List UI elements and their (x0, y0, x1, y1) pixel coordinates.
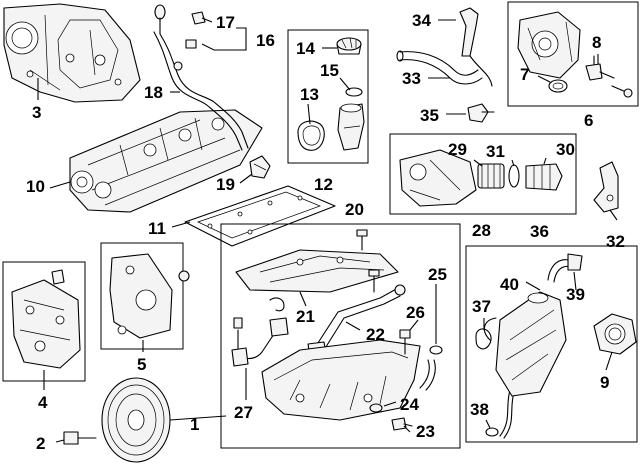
engine-mount-bracket-part (11, 279, 81, 369)
callout-16: 16 (256, 31, 275, 50)
callout-6: 6 (584, 111, 593, 130)
callout-20: 20 (345, 200, 364, 219)
callout-2: 2 (36, 434, 45, 453)
callout-38: 38 (470, 400, 489, 419)
tube-part-25 (419, 345, 443, 391)
callout-19: 19 (216, 175, 235, 194)
sensor-part-35 (467, 103, 495, 123)
gasket-part-24 (369, 403, 383, 413)
callout-33: 33 (402, 69, 421, 88)
oil-separator-part (495, 291, 567, 397)
bolt-part-20 (356, 229, 380, 293)
sensor-part-8 (585, 55, 615, 81)
callout-9: 9 (600, 373, 609, 392)
callout-8: 8 (592, 33, 601, 52)
callout-11: 11 (148, 219, 166, 238)
seal-part-9 (593, 313, 637, 355)
ring-part-38 (485, 427, 499, 437)
crank-bolt-part (63, 431, 97, 445)
crankshaft-pulley-part (101, 377, 171, 463)
bolt-part-6a (611, 85, 633, 98)
oil-filter-housing-part (399, 149, 477, 207)
callout-37: 37 (472, 297, 491, 316)
callout-22: 22 (366, 325, 385, 344)
baffle-plate-part (235, 249, 399, 293)
callout-39: 39 (566, 285, 585, 304)
box-part-36 (465, 245, 638, 443)
dipstick-tube-part (153, 4, 249, 151)
box-part-12 (287, 29, 369, 164)
callout-13: 13 (300, 85, 319, 104)
drain-plug-part (391, 417, 413, 431)
gasket-part-13 (297, 120, 325, 151)
callout-35: 35 (420, 106, 439, 125)
sensor-part-27 (231, 317, 289, 367)
bolt-part-5 (178, 270, 190, 282)
callout-3: 3 (32, 103, 41, 122)
bolt-part-4 (51, 269, 65, 285)
callout-4: 4 (38, 393, 48, 412)
callout-40: 40 (500, 275, 519, 294)
leader-lines (37, 17, 618, 443)
box-part-6 (507, 1, 639, 107)
hose-part-39 (547, 253, 583, 283)
callout-14: 14 (296, 39, 315, 58)
box-part-5 (100, 242, 184, 350)
gasket-part-37 (475, 328, 492, 350)
callout-32: 32 (606, 232, 625, 251)
water-pump-part (517, 11, 581, 79)
callout-30: 30 (556, 140, 575, 159)
oil-filler-cap-part (336, 37, 362, 55)
callout-23: 23 (416, 422, 435, 441)
clip-part-21 (269, 297, 285, 312)
oil-filter-element-part (477, 163, 505, 189)
filter-o-ring-part (508, 164, 520, 188)
callout-10: 10 (26, 177, 45, 196)
oil-pan-part (261, 339, 421, 421)
bolt-part-26 (399, 329, 411, 355)
callout-26: 26 (406, 303, 425, 322)
sensor-part-19 (249, 155, 271, 179)
callout-labels: 1 2 3 4 5 6 7 8 9 10 11 12 13 14 15 16 1… (26, 11, 625, 453)
hose-part-34 (459, 7, 493, 87)
camshaft-housing-part (69, 109, 263, 213)
box-part-28 (389, 133, 577, 215)
callout-18: 18 (144, 83, 163, 102)
callout-1: 1 (190, 415, 199, 434)
cover-gasket-part (184, 185, 336, 247)
callout-28: 28 (472, 221, 491, 240)
callout-31: 31 (486, 142, 505, 161)
box-part-20 (220, 223, 461, 449)
callout-17: 17 (216, 13, 235, 32)
front-cover-bracket-part (109, 253, 173, 339)
callout-27: 27 (234, 403, 253, 422)
callout-7: 7 (520, 65, 529, 84)
filter-cap-part (525, 163, 563, 191)
callout-12: 12 (314, 175, 333, 194)
seal-ring-part-15 (345, 87, 363, 97)
callout-25: 25 (428, 265, 447, 284)
pump-seal-part-7 (548, 79, 568, 93)
callout-5: 5 (137, 355, 146, 374)
callout-34: 34 (412, 11, 431, 30)
callout-24: 24 (400, 395, 419, 414)
bracket-part-32 (593, 161, 619, 213)
callout-15: 15 (320, 61, 339, 80)
filler-neck-part (337, 103, 365, 151)
timing-cover-part (3, 3, 141, 103)
callout-36: 36 (530, 222, 549, 241)
callout-21: 21 (296, 307, 315, 326)
callout-29: 29 (448, 140, 467, 159)
